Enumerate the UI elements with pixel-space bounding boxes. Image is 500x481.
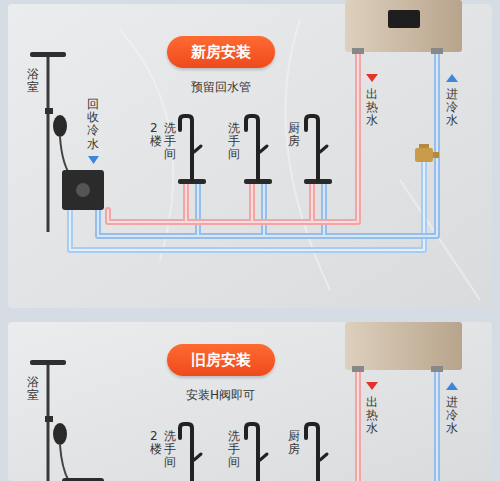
flow-label: 出热水 [366, 396, 378, 436]
pill-text: 旧房安装 [191, 344, 251, 376]
bottom-panel [8, 322, 492, 481]
cold-pipe [434, 370, 440, 481]
heater-inlet [431, 366, 443, 372]
water-heater [345, 0, 462, 52]
fixture-label: 洗手间 [164, 430, 176, 470]
pipes-top [70, 52, 437, 250]
cold-pipe-core [436, 370, 438, 481]
fixture-label: 厨房 [288, 430, 300, 456]
pipes-bottom [358, 370, 437, 481]
fixture-label: 洗手间 [228, 122, 240, 162]
return-arrow [88, 156, 99, 164]
hot-pipe [108, 52, 358, 222]
heater-inlet [431, 48, 443, 54]
fixture-label: 厨房 [288, 122, 300, 148]
fixture-label: 洗手间 [228, 430, 240, 470]
faucet [178, 424, 206, 481]
hot-arrow [366, 74, 378, 82]
valve-cap [419, 144, 429, 148]
subtitle: 安装H阀即可 [186, 388, 255, 402]
faucet [304, 424, 332, 481]
flow-label: 进冷水 [446, 396, 458, 436]
title-pill: 新房安装 [167, 36, 275, 68]
fixture-label: 2楼 [150, 430, 162, 456]
faucet [178, 116, 206, 184]
fixture-label: 洗手间 [164, 122, 176, 162]
shower-set [30, 360, 104, 481]
cold-arrow [446, 74, 458, 82]
hot-pipe-core [357, 370, 359, 481]
marble-veins [120, 20, 480, 300]
cold-arrow [446, 382, 458, 390]
cold-pipe-core [98, 52, 437, 236]
faucet [304, 116, 332, 184]
water-heater [345, 322, 462, 370]
fixture-label: 2楼 [150, 122, 162, 148]
hot-pipe [355, 370, 361, 481]
title-pill: 旧房安装 [167, 344, 275, 376]
heater-display [388, 10, 420, 28]
faucet [244, 116, 272, 184]
cold-pipe [98, 52, 437, 236]
h-valve [415, 144, 439, 162]
valve-body [415, 148, 433, 162]
flow-label: 回收冷水 [87, 98, 99, 151]
flow-label: 进冷水 [446, 88, 458, 128]
room-label: 浴室 [27, 68, 39, 94]
heater-outlet [352, 366, 364, 372]
subtitle: 预留回水管 [191, 80, 251, 94]
hot-arrow [366, 382, 378, 390]
shower-set [30, 52, 104, 232]
valve-joint [433, 152, 439, 158]
faucet [244, 424, 272, 481]
heater-outlet [352, 48, 364, 54]
pill-text: 新房安装 [191, 36, 251, 68]
room-label: 浴室 [27, 376, 39, 402]
flow-label: 出热水 [366, 88, 378, 128]
hot-pipe-core [108, 52, 358, 222]
